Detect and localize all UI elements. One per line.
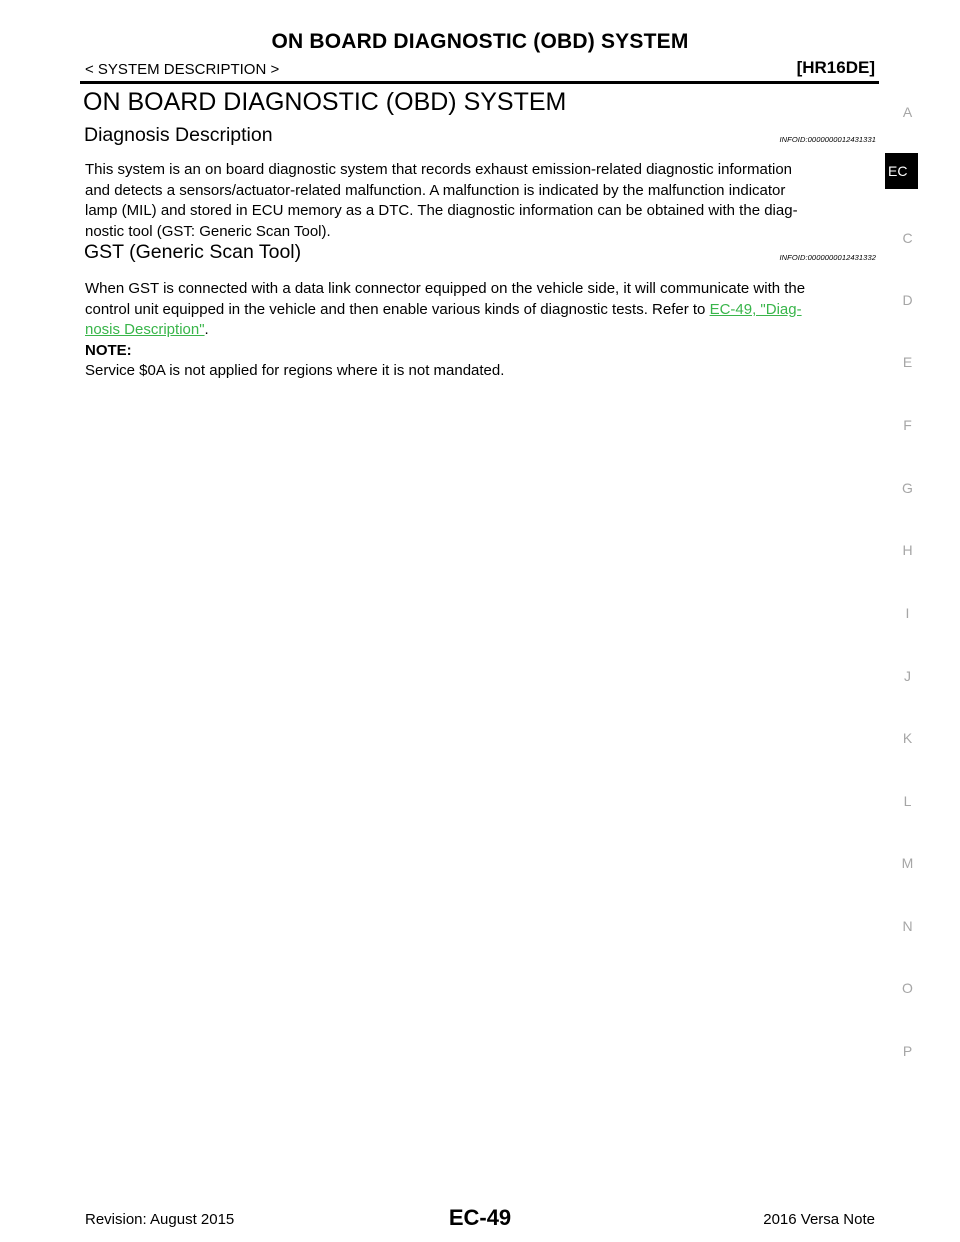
index-tab-j[interactable]: J <box>904 668 911 684</box>
footer-model: 2016 Versa Note <box>763 1211 875 1228</box>
index-tab-o[interactable]: O <box>902 980 913 996</box>
diagnosis-body: This system is an on board diagnostic sy… <box>85 160 879 242</box>
gst-line-text: control unit equipped in the vehicle and… <box>85 300 710 318</box>
diagnosis-line: and detects a sensors/actuator-related m… <box>85 181 786 199</box>
index-tab-a[interactable]: A <box>902 104 913 120</box>
section-title: ON BOARD DIAGNOSTIC (OBD) SYSTEM <box>83 88 567 116</box>
index-tab-n[interactable]: N <box>902 918 913 934</box>
index-tab-e[interactable]: E <box>902 354 913 370</box>
breadcrumb: < SYSTEM DESCRIPTION > <box>85 61 280 78</box>
gst-body: When GST is connected with a data link c… <box>85 279 879 382</box>
gst-infoid: INFOID:0000000012431332 <box>779 253 876 262</box>
index-tab-ec-active[interactable]: EC <box>885 153 918 189</box>
index-tab-m[interactable]: M <box>901 855 914 871</box>
index-tab-i[interactable]: I <box>905 605 910 621</box>
page-number: EC-49 <box>448 1205 512 1230</box>
diagnosis-heading: Diagnosis Description <box>84 124 273 146</box>
header-divider <box>80 81 879 84</box>
gst-line: nosis Description". <box>85 320 879 341</box>
index-tab-f[interactable]: F <box>903 417 912 433</box>
index-tab-c[interactable]: C <box>902 230 913 246</box>
ref-link-diagnosis-description-cont[interactable]: nosis Description" <box>85 321 205 338</box>
engine-code: [HR16DE] <box>796 58 875 77</box>
diagnosis-line: lamp (MIL) and stored in ECU memory as a… <box>85 202 798 219</box>
gst-line: control unit equipped in the vehicle and… <box>85 300 879 321</box>
gst-heading: GST (Generic Scan Tool) <box>84 241 302 263</box>
index-tab-d[interactable]: D <box>902 292 913 308</box>
gst-line: When GST is connected with a data link c… <box>85 280 806 297</box>
index-tab-p[interactable]: P <box>902 1043 913 1059</box>
index-tab-l[interactable]: L <box>903 793 912 809</box>
index-tab-k[interactable]: K <box>902 730 913 746</box>
gst-line-text: . <box>204 321 209 338</box>
index-tab-g[interactable]: G <box>902 480 913 496</box>
ref-link-diagnosis-description[interactable]: EC-49, "Diag- <box>709 300 802 318</box>
page-header-title: ON BOARD DIAGNOSTIC (OBD) SYSTEM <box>271 30 689 53</box>
diagnosis-infoid: INFOID:0000000012431331 <box>779 135 876 144</box>
note-label: NOTE: <box>85 341 132 359</box>
diagnosis-line: This system is an on board diagnostic sy… <box>85 161 792 178</box>
diagnosis-line: nostic tool (GST: Generic Scan Tool). <box>85 222 331 240</box>
index-tab-ec-label: EC <box>888 163 908 179</box>
footer-revision: Revision: August 2015 <box>85 1211 235 1228</box>
note-text: Service $0A is not applied for regions w… <box>85 362 505 379</box>
index-tab-h[interactable]: H <box>902 542 913 558</box>
